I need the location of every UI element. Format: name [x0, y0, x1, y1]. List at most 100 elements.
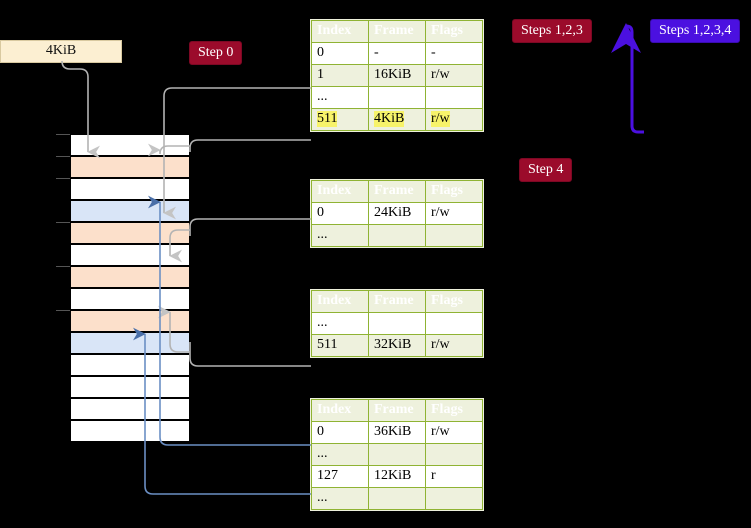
table-cell [425, 224, 483, 247]
column-header: Index [311, 20, 369, 43]
column-header: Frame [368, 20, 426, 43]
badge-step-0: Step 0 [189, 41, 243, 65]
table-row: ... [311, 312, 483, 335]
table-cell: r/w [425, 334, 483, 357]
memory-frame-row [70, 156, 190, 178]
memory-frame-row [70, 288, 190, 310]
column-header: Frame [368, 290, 426, 313]
table-cell: ... [311, 224, 369, 247]
highlighted-value: 4KiB [374, 111, 405, 127]
column-header: Index [311, 290, 369, 313]
table-cell: 4KiB [368, 108, 426, 131]
table-cell: 1 [311, 64, 369, 87]
highlighted-value: r/w [431, 111, 450, 127]
badge-steps-1234: Steps 1,2,3,4 [650, 19, 741, 43]
table-cell [368, 443, 426, 466]
column-header: Flags [425, 290, 483, 313]
column-header: Flags [425, 399, 483, 422]
table-cell: 0 [311, 42, 369, 65]
highlighted-value: 511 [317, 111, 338, 127]
table-cell: 24KiB [368, 202, 426, 225]
table-cell: - [425, 42, 483, 65]
memory-frame-row [70, 266, 190, 288]
table-cell: r/w [425, 108, 483, 131]
table-cell: ... [311, 443, 369, 466]
memory-frame-row [70, 398, 190, 420]
table-cell [368, 224, 426, 247]
column-header: Frame [368, 399, 426, 422]
table-cell: 36KiB [368, 421, 426, 444]
memory-frame-row [70, 244, 190, 266]
table-cell [368, 487, 426, 510]
table-cell: ... [311, 86, 369, 109]
frame-tick-mark [56, 222, 70, 223]
frame-tick-mark [56, 266, 70, 267]
table-cell: 12KiB [368, 465, 426, 488]
memory-frame-row [70, 134, 190, 156]
column-header: Index [311, 399, 369, 422]
memory-frame-row [70, 376, 190, 398]
table-cell [425, 487, 483, 510]
table-cell: 127 [311, 465, 369, 488]
memory-frame-row [70, 178, 190, 200]
frame-tick-mark [56, 156, 70, 157]
frame-tick-mark [56, 178, 70, 179]
memory-frame-row [70, 354, 190, 376]
table-cell: ... [311, 487, 369, 510]
table-cell: 511 [311, 334, 369, 357]
memory-frame-row [70, 420, 190, 442]
table-cell: r/w [425, 64, 483, 87]
memory-frame-row [70, 222, 190, 244]
page-size-box: 4KiB [0, 40, 122, 63]
frame-tick-mark [56, 310, 70, 311]
table-cell [368, 312, 426, 335]
table-row: 0-- [311, 42, 483, 65]
column-header: Frame [368, 180, 426, 203]
table-row: ... [311, 86, 483, 109]
table-cell [425, 443, 483, 466]
memory-frame-row [70, 310, 190, 332]
physical-memory-grid [56, 134, 190, 442]
badge-steps-123: Steps 1,2,3 [512, 19, 592, 43]
wire-pml4-4kib-seg [189, 139, 311, 152]
wire-pdp-24kib-seg [189, 218, 311, 236]
table-row: 511 4KiB r/w [311, 108, 483, 131]
table-cell: r [425, 465, 483, 488]
table-cell: ... [311, 312, 369, 335]
table-cell: 32KiB [368, 334, 426, 357]
memory-frame-row [70, 200, 190, 222]
table-row: ... [311, 224, 483, 247]
column-header: Flags [425, 20, 483, 43]
table-row: ... [311, 487, 483, 510]
table-cell [368, 86, 426, 109]
table-cell: - [368, 42, 426, 65]
table-row: ... [311, 443, 483, 466]
table-cell: 0 [311, 202, 369, 225]
table-cell: 0 [311, 421, 369, 444]
memory-frame-row [70, 332, 190, 354]
table-cell: r/w [425, 202, 483, 225]
bracket-arrow-steps [610, 23, 644, 134]
table-cell: r/w [425, 421, 483, 444]
table-cell: 16KiB [368, 64, 426, 87]
column-header: Flags [425, 180, 483, 203]
badge-step-4: Step 4 [519, 158, 573, 182]
wire-pd-32kib-seg [189, 342, 311, 367]
column-header: Index [311, 180, 369, 203]
table-cell: 511 [311, 108, 369, 131]
table-cell [425, 312, 483, 335]
